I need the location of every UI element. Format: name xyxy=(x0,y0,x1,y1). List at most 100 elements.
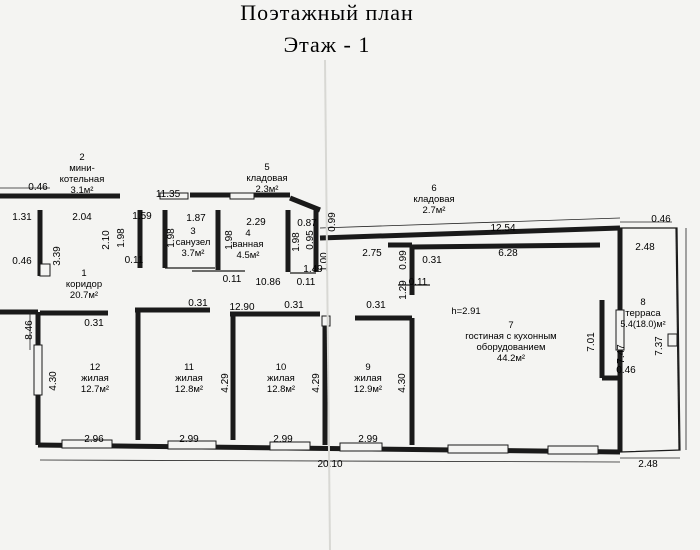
dim: 20.10 xyxy=(317,459,342,470)
dim: 11.35 xyxy=(156,189,181,200)
room-10-name: жилая xyxy=(267,373,295,384)
dim: 4.29 xyxy=(220,373,231,393)
room-7-height: h=2.91 xyxy=(451,306,480,317)
room-12-num: 12 xyxy=(90,362,101,373)
room-3-area: 3.7м² xyxy=(182,248,205,259)
room-10-area: 12.8м² xyxy=(267,384,295,395)
room-7-name-a: гостиная с кухонным xyxy=(465,331,556,342)
dim: 2.29 xyxy=(246,217,266,228)
dim: 10.86 xyxy=(255,277,280,288)
dim: 1.49 xyxy=(303,264,323,275)
dim: 2.99 xyxy=(273,434,293,445)
paper-fold xyxy=(324,59,331,550)
dim: 0.11 xyxy=(223,274,242,285)
dim: 4.30 xyxy=(48,371,59,391)
dim: 0.11 xyxy=(297,277,316,288)
dim: 7.01 xyxy=(586,332,597,352)
room-12-area: 12.7м² xyxy=(81,384,109,395)
dim: 0.31 xyxy=(366,300,386,311)
dim: 0.31 xyxy=(284,300,304,311)
room-6-num: 6 xyxy=(431,183,436,194)
floor-label: Этаж - 1 xyxy=(284,32,371,57)
room-2-num: 2 xyxy=(79,152,84,163)
dim: 2.48 xyxy=(638,459,658,470)
dim: 0.95 xyxy=(305,230,316,250)
room-2-name-a: мини- xyxy=(69,163,95,174)
dim: 6.28 xyxy=(498,248,518,259)
dim: 1.87 xyxy=(186,213,206,224)
dim: 1.29 xyxy=(398,280,409,300)
room-11-area: 12.8м² xyxy=(175,384,203,395)
dim: 0.99 xyxy=(398,250,409,270)
room-1-area: 20.7м² xyxy=(70,290,98,301)
room-8-name: терраса xyxy=(625,308,661,319)
room-2-area: 3.1м² xyxy=(71,185,94,196)
room-11-num: 11 xyxy=(184,362,194,373)
dim: 0.87 xyxy=(297,218,317,229)
room-5-area: 2.3м² xyxy=(256,184,279,195)
dim: 0.46 xyxy=(651,214,671,225)
room-11-name: жилая xyxy=(175,373,203,384)
room-8-area: 5.4(18.0)м² xyxy=(620,319,665,329)
room-5-name: кладовая xyxy=(246,173,287,184)
dim: 0.99 xyxy=(327,212,338,232)
room-7-name-b: оборудованием xyxy=(476,342,545,353)
room-1-name: коридор xyxy=(66,279,102,290)
terrace-outline xyxy=(619,227,681,453)
dim: 2.04 xyxy=(72,212,92,223)
dim: 3.39 xyxy=(52,246,63,266)
room-9-area: 12.9м² xyxy=(354,384,382,395)
room-8-num: 8 xyxy=(640,297,645,308)
dim: 4.29 xyxy=(311,373,322,393)
dim: 2.99 xyxy=(179,434,199,445)
room-6-area: 2.7м² xyxy=(423,205,446,216)
room-labels: 2 мини- котельная 3.1м² 5 кладовая 2.3м²… xyxy=(60,152,666,395)
room-4-name: ванная xyxy=(232,239,263,250)
dim: 0.11 xyxy=(409,277,428,288)
dim: 7.37 xyxy=(654,336,665,356)
room-3-name: санузел xyxy=(176,237,211,248)
dim: 0.31 xyxy=(422,255,442,266)
room-10-num: 10 xyxy=(276,362,287,373)
room-2-name-b: котельная xyxy=(60,174,105,185)
dim: 4.30 xyxy=(397,373,408,393)
dim: 2.99 xyxy=(358,434,378,445)
dim: 0.31 xyxy=(188,298,208,309)
room-4-area: 4.5м² xyxy=(237,250,260,261)
dim: 0.46 xyxy=(28,182,48,193)
dim: 8.46 xyxy=(24,320,35,340)
dim: 12.90 xyxy=(229,302,254,313)
dim: 0.11 xyxy=(125,255,144,266)
dim: 1.98 xyxy=(116,228,127,248)
dim: 2.10 xyxy=(101,230,112,250)
dim: 1.00 xyxy=(319,252,330,272)
dimension-texts: 0.46 1.31 2.04 1.59 11.35 1.87 2.29 0.87… xyxy=(12,182,671,470)
dim: 1.59 xyxy=(132,211,152,222)
room-1-num: 1 xyxy=(81,268,86,279)
room-12-name: жилая xyxy=(81,373,109,384)
room-3-num: 3 xyxy=(190,226,195,237)
room-6-name: кладовая xyxy=(413,194,454,205)
dim: 1.98 xyxy=(291,232,302,252)
windows xyxy=(33,192,625,455)
plan-title: Поэтажный план xyxy=(240,0,414,25)
room-9-name: жилая xyxy=(354,373,382,384)
dim: 1.98 xyxy=(224,230,235,250)
dim: 7.47 xyxy=(616,344,627,364)
dim: 0.46 xyxy=(12,256,32,267)
dim: 12.54 xyxy=(490,223,515,234)
dim: 2.96 xyxy=(84,434,104,445)
interior-walls xyxy=(39,210,618,445)
dim: 2.75 xyxy=(362,248,382,259)
dim: 0.31 xyxy=(84,318,104,329)
room-4-num: 4 xyxy=(245,228,250,239)
room-5-num: 5 xyxy=(264,162,269,173)
dim: 2.48 xyxy=(635,242,655,253)
dim: 1.98 xyxy=(166,228,177,248)
room-9-num: 9 xyxy=(365,362,370,373)
room-7-area: 44.2м² xyxy=(497,353,525,364)
dim: 1.31 xyxy=(12,212,32,223)
dim: 0.46 xyxy=(616,365,636,376)
room-7-num: 7 xyxy=(508,320,513,331)
